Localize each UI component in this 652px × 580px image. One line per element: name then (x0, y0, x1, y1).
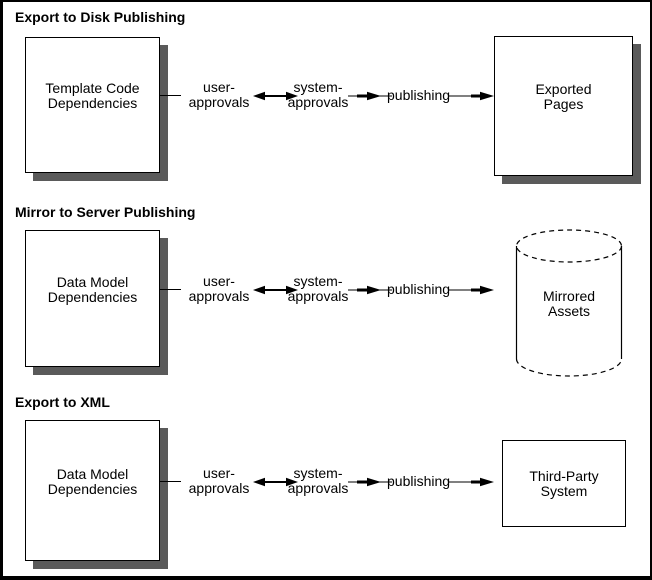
arrow-right-icon (449, 285, 494, 295)
target-box-label: Exported Pages (535, 81, 592, 112)
source-box-data-model: Data Model Dependencies (25, 420, 160, 561)
arrow-right-icon (348, 285, 392, 295)
system-approvals-label: system- approvals (287, 465, 349, 496)
cylinder-label: Mirrored Assets (542, 288, 596, 319)
source-box-template-code: Template Code Dependencies (25, 37, 160, 173)
section-title-export-xml: Export to XML (15, 394, 110, 410)
source-box-label: Data Model Dependencies (47, 465, 138, 497)
user-approvals-label: user- approvals (188, 79, 250, 110)
database-cylinder-icon (515, 229, 623, 377)
target-box-exported-pages: Exported Pages (494, 36, 633, 176)
source-box-label: Data Model Dependencies (47, 273, 138, 305)
source-box-data-model: Data Model Dependencies (25, 230, 160, 367)
source-box-label: Template Code Dependencies (45, 80, 140, 111)
connector-line (160, 289, 181, 290)
arrow-right-icon (449, 91, 494, 101)
bidirectional-arrow-icon (253, 477, 298, 487)
publishing-label: publishing (387, 87, 451, 103)
database-cylinder-mirrored-assets: Mirrored Assets (515, 229, 623, 381)
bidirectional-arrow-icon (253, 91, 298, 101)
connector-line (160, 95, 181, 96)
user-approvals-label: user- approvals (188, 465, 250, 496)
user-approvals-label: user- approvals (188, 273, 250, 304)
connector-line (160, 481, 181, 482)
arrow-right-icon (449, 477, 494, 487)
publishing-label: publishing (387, 473, 451, 489)
section-title-export-disk: Export to Disk Publishing (15, 9, 186, 25)
target-box-label: Third-Party System (529, 467, 599, 499)
bidirectional-arrow-icon (253, 285, 298, 295)
arrow-right-icon (348, 91, 392, 101)
arrow-right-icon (348, 477, 392, 487)
system-approvals-label: system- approvals (287, 79, 349, 110)
publishing-label: publishing (387, 281, 451, 297)
target-box-third-party-system: Third-Party System (502, 440, 626, 527)
section-title-mirror-server: Mirror to Server Publishing (15, 204, 196, 220)
system-approvals-label: system- approvals (287, 273, 349, 304)
